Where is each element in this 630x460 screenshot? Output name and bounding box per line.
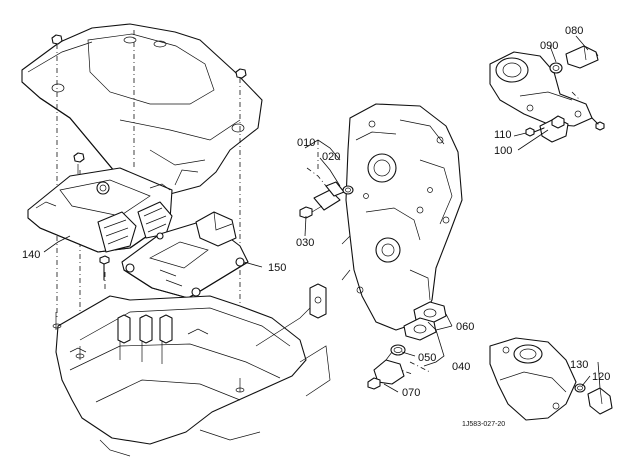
callout-130: 130 [570,359,588,371]
washer-090 [549,62,563,74]
sensor-080 [565,45,599,69]
callout-140: 140 [22,249,40,261]
sensor-120 [587,387,613,415]
callout-100: 100 [494,145,512,157]
callout-010: 010 [297,137,315,149]
engine-housing [341,103,463,331]
oring-050 [390,344,406,356]
sensor-100 [539,115,569,143]
callout-020: 020 [322,151,340,163]
water-flange [489,337,577,421]
ecu-cover [21,23,263,195]
callout-030: 030 [296,237,314,249]
gasket-060-b [403,317,437,341]
leader-lines [43,35,601,393]
ecu-unit [27,167,173,253]
drawing-code: 1J583-027-20 [462,421,505,428]
callout-060: 060 [456,321,474,333]
callout-labels: 140 150 010 020 030 060 050 040 070 080 … [22,25,610,428]
washer-130 [574,383,586,393]
sensor-010-assembly [299,181,354,219]
callout-110: 110 [494,129,512,141]
callout-070: 070 [402,387,420,399]
callout-040: 040 [452,361,470,373]
cover-screws [51,34,247,174]
bolt-110 [525,117,605,137]
sensor-070 [367,351,405,390]
ecu-bolt [99,255,110,281]
thermostat-housing [489,51,593,127]
callout-150: 150 [268,262,286,274]
callout-050: 050 [418,352,436,364]
frame [52,283,331,457]
callout-080: 080 [565,25,583,37]
callout-090: 090 [540,40,558,52]
callout-120: 120 [592,371,610,383]
